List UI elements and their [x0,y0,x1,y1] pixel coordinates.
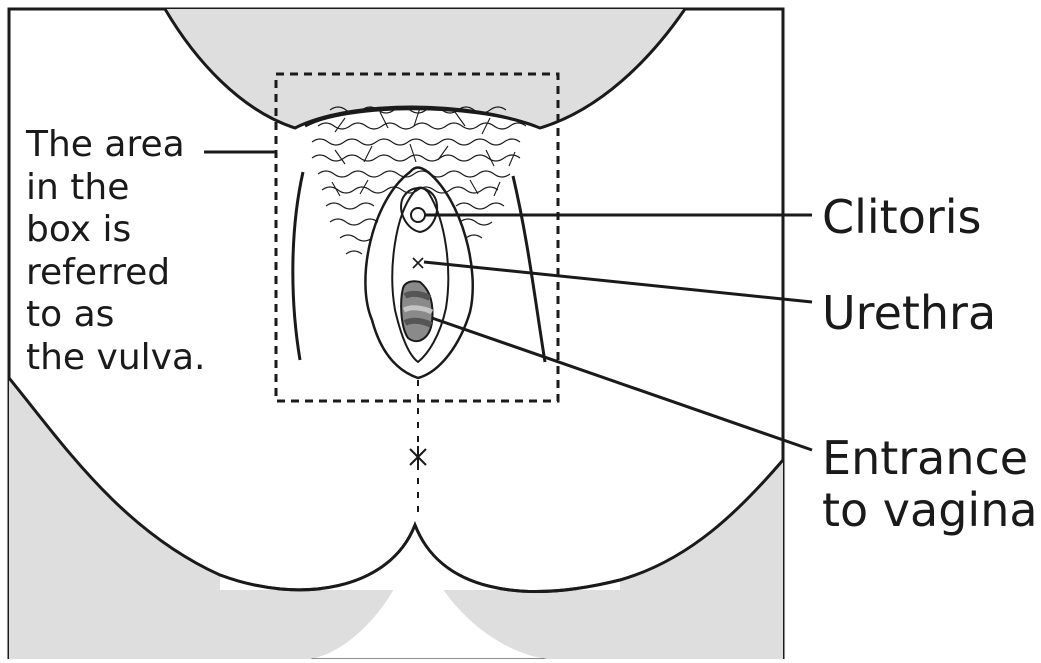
caption-line-2: in the [26,167,216,210]
vagina-entrance-label: Entrance to vagina [822,432,1038,536]
caption-line-6: the vulva. [26,337,216,380]
vagina-mark [401,281,432,341]
caption-line-1: The area [26,124,216,167]
caption-line-3: box is [26,209,216,252]
caption-line-4: referred [26,252,216,295]
vulva-caption: The area in the box is referred to as th… [26,124,216,379]
urethra-label: Urethra [822,287,996,339]
vagina-label-line-1: Entrance [822,432,1038,484]
vagina-label-line-2: to vagina [822,484,1038,536]
caption-line-5: to as [26,294,216,337]
clitoris-mark [411,208,425,222]
clitoris-label: Clitoris [822,191,982,243]
